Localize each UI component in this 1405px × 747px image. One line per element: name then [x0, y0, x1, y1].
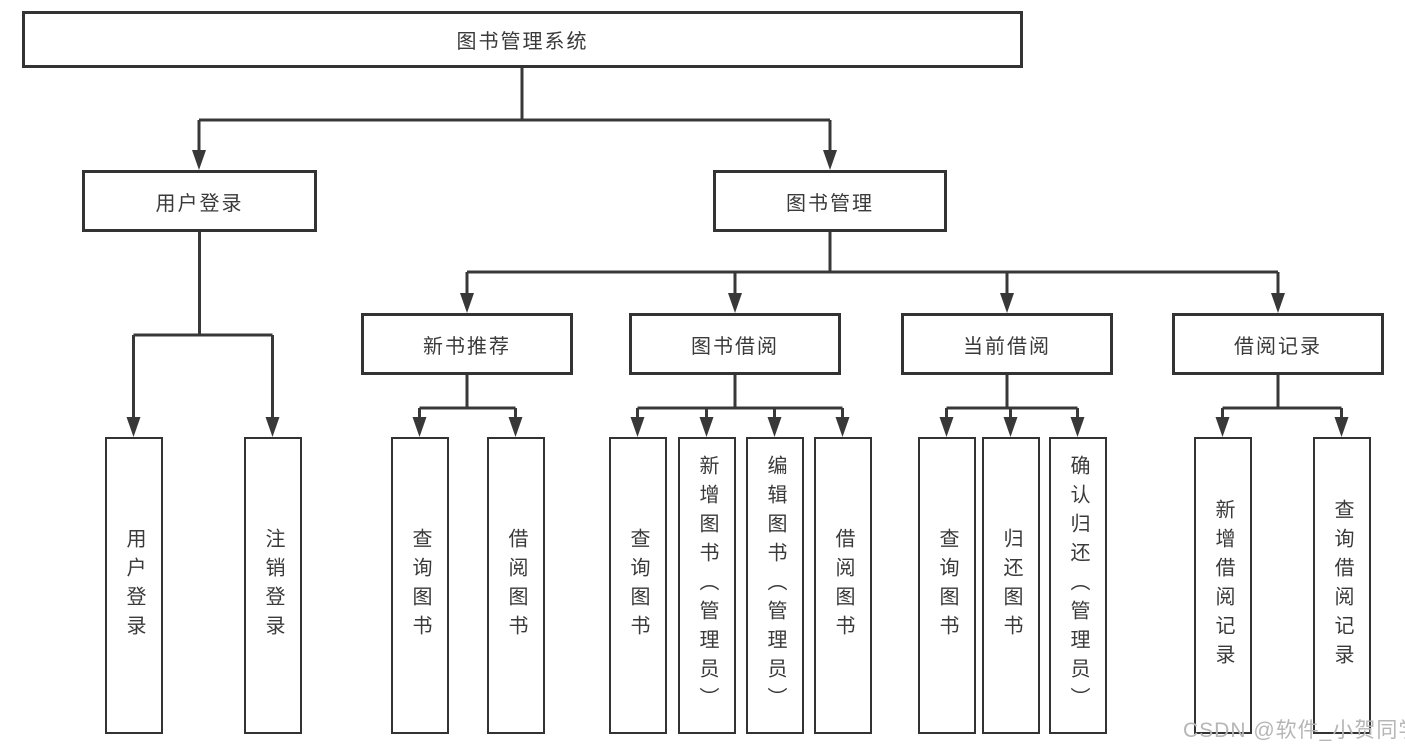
node-label: 用户登录: [155, 192, 244, 215]
arrow-down-icon: [265, 417, 280, 437]
wire-book-mgmt-children: [465, 232, 1280, 295]
arrow-down-icon: [699, 417, 714, 437]
arrow-down-icon: [1000, 293, 1014, 313]
arrow-down-icon: [630, 417, 645, 437]
node-label: 查询图书: [936, 527, 958, 644]
wire-user-login-children: [132, 232, 274, 419]
leaf-node-add-borrow-record: 新增借阅记录: [1194, 437, 1252, 734]
arrow-down-icon: [767, 417, 782, 437]
leaf-node-borrow-books-recommend: 借阅图书: [487, 437, 545, 734]
node-label: 查询图书: [409, 527, 431, 644]
arrow-down-icon: [835, 417, 850, 437]
node-label: 借阅图书: [505, 527, 527, 644]
node-current-borrow: 当前借阅: [901, 313, 1113, 375]
leaf-node-query-books-current: 查询图书: [918, 437, 976, 734]
node-label: 图书管理系统: [456, 31, 589, 53]
arrow-down-icon: [192, 150, 206, 170]
node-label: 新书推荐: [423, 335, 511, 358]
wire-new-books-children: [418, 375, 517, 419]
connector-segments: [132, 68, 1343, 419]
wire-current-borrow-children: [945, 375, 1079, 419]
watermark: CSDN @软件_小贺同学: [1183, 719, 1405, 742]
leaf-node-query-books-borrow: 查询图书: [609, 437, 667, 734]
arrow-down-icon: [126, 417, 141, 437]
arrow-down-icon: [412, 417, 427, 437]
arrow-down-icon: [1070, 417, 1085, 437]
arrow-down-icon: [1334, 417, 1349, 437]
leaf-node-query-borrow-record: 查询借阅记录: [1313, 437, 1371, 734]
arrow-down-icon: [939, 417, 954, 437]
arrow-down-icon: [728, 293, 742, 313]
node-label: 归还图书: [1000, 527, 1022, 644]
leaf-node-confirm-return-admin: 确认归还（管理员）: [1049, 437, 1107, 734]
wire-root-to-level2: [197, 68, 832, 152]
node-label: 借阅图书: [832, 527, 854, 644]
node-label: 图书借阅: [691, 335, 779, 358]
node-label: 注销登录: [262, 527, 284, 644]
node-label: 查询借阅记录: [1331, 498, 1353, 673]
leaf-node-logout: 注销登录: [244, 437, 302, 734]
arrow-down-icon: [460, 293, 474, 313]
arrowheads: [126, 150, 1349, 437]
leaf-node-return-books: 归还图书: [982, 437, 1040, 734]
arrow-down-icon: [1271, 293, 1285, 313]
node-label: 当前借阅: [963, 335, 1051, 358]
arrow-down-icon: [823, 150, 837, 170]
node-user-login: 用户登录: [82, 170, 317, 232]
node-book-management: 图书管理: [713, 170, 947, 232]
node-book-borrow: 图书借阅: [629, 313, 841, 375]
node-new-book-recommend: 新书推荐: [361, 313, 573, 375]
leaf-node-user-login: 用户登录: [105, 437, 163, 734]
leaf-node-add-books-admin: 新增图书（管理员）: [678, 437, 736, 734]
leaf-node-edit-books-admin: 编辑图书（管理员）: [746, 437, 804, 734]
node-label: 确认归还（管理员）: [1067, 455, 1089, 716]
leaf-node-borrow-books: 借阅图书: [814, 437, 872, 734]
node-label: 图书管理: [786, 192, 874, 215]
node-label: 用户登录: [123, 527, 145, 644]
wire-borrow-record-children: [1221, 375, 1343, 419]
node-label: 借阅记录: [1234, 335, 1322, 358]
node-label: 新增借阅记录: [1212, 498, 1234, 673]
node-label: 查询图书: [627, 527, 649, 644]
arrow-down-icon: [1215, 417, 1230, 437]
node-label: 编辑图书（管理员）: [764, 455, 786, 716]
leaf-node-query-books-recommend: 查询图书: [391, 437, 449, 734]
arrow-down-icon: [1003, 417, 1018, 437]
node-borrow-record: 借阅记录: [1172, 313, 1384, 375]
arrow-down-icon: [508, 417, 523, 437]
node-library-system: 图书管理系统: [22, 11, 1023, 68]
wire-book-borrow-children: [636, 375, 844, 419]
node-label: 新增图书（管理员）: [696, 455, 718, 716]
